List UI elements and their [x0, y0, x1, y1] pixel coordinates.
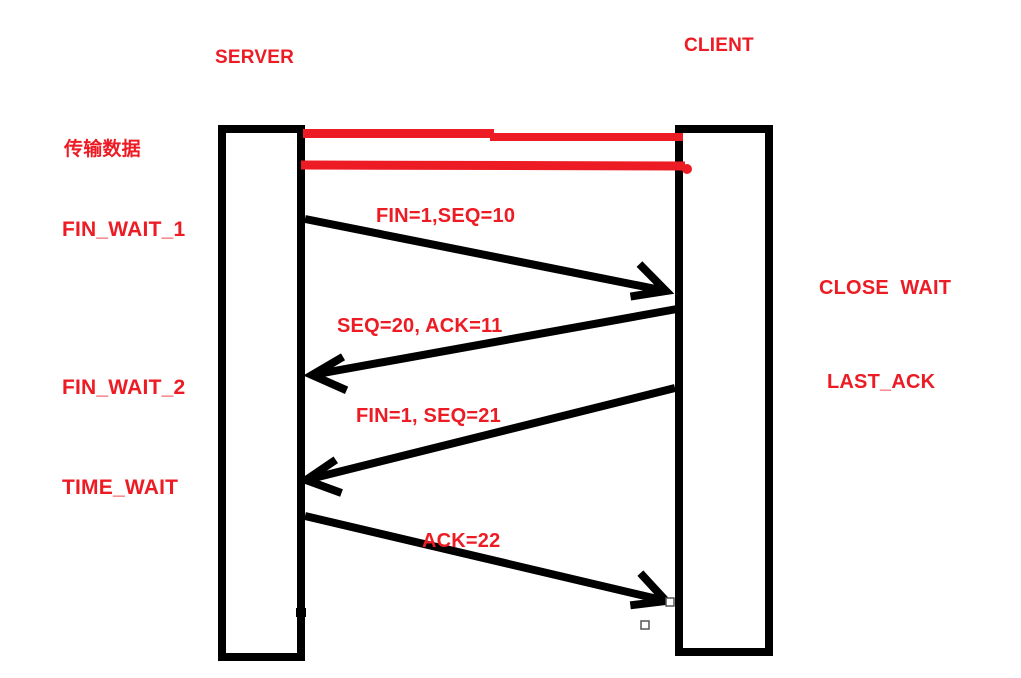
- message-label-fin-seq21: FIN=1, SEQ=21: [356, 405, 501, 427]
- state-data-transfer: 传输数据: [64, 139, 141, 160]
- arrow-ack22: [304, 512, 675, 610]
- arrow-fin-seq10: [304, 215, 675, 301]
- state-fin-wait-1: FIN_WAIT_1: [62, 218, 186, 241]
- arrow-fin-seq21: [297, 384, 676, 497]
- state-last-ack: LAST_ACK: [827, 371, 936, 393]
- client-lifeline-box: [675, 125, 773, 656]
- message-label-ack22: ACK=22: [422, 530, 501, 552]
- state-close-wait: CLOSE WAIT: [819, 277, 952, 299]
- state-time-wait: TIME_WAIT: [62, 476, 179, 499]
- state-fin-wait-2: FIN_WAIT_2: [62, 376, 186, 399]
- server-title: SERVER: [215, 47, 294, 68]
- message-label-seq20-ack11: SEQ=20, ACK=11: [337, 315, 503, 337]
- data-transfer-line-2: [300, 160, 686, 171]
- data-transfer-lines: [300, 129, 692, 174]
- data-transfer-line-2-end-dot: [682, 164, 692, 174]
- arrow-seq20-ack11: [303, 305, 678, 394]
- selection-handle-1: [665, 597, 675, 607]
- server-lifeline-box: [218, 125, 305, 661]
- client-title: CLIENT: [684, 35, 754, 56]
- stray-tick-mark: [296, 608, 306, 617]
- message-arrows: [297, 215, 678, 610]
- message-label-fin-seq10: FIN=1,SEQ=10: [376, 205, 516, 227]
- selection-handle-2: [640, 620, 650, 630]
